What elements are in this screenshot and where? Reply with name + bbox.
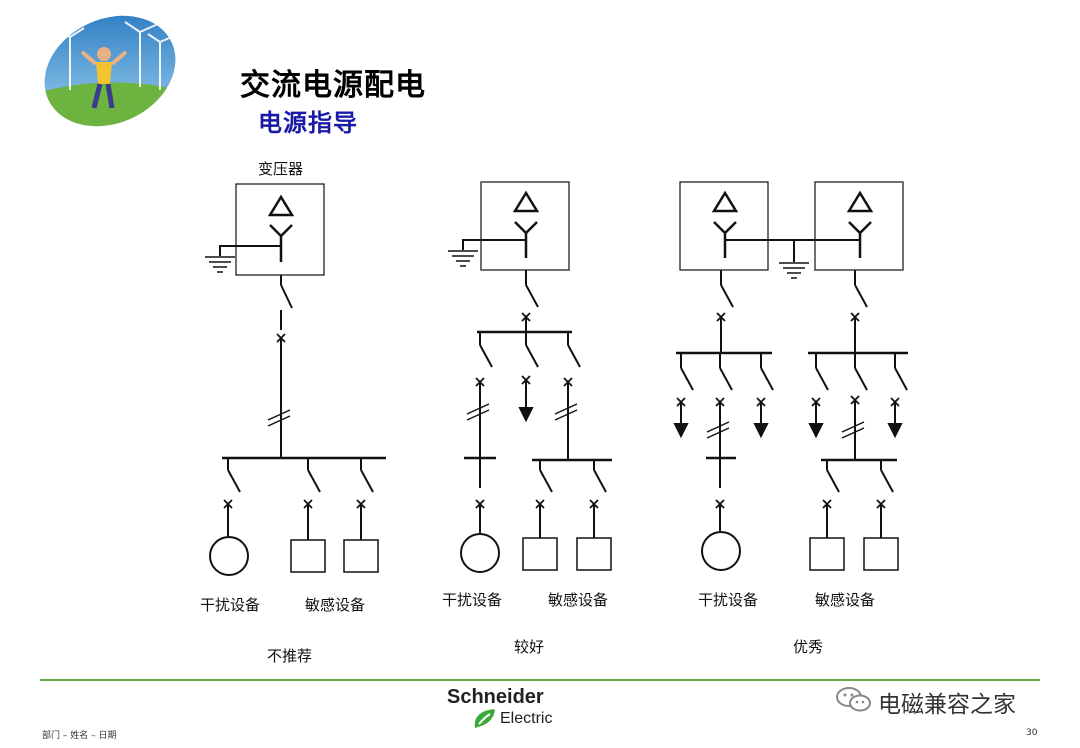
noisy-equipment-label: 干扰设备 [442, 591, 503, 609]
slide-title: 交流电源配电 [240, 68, 426, 103]
sensitive-load-icon [343, 539, 379, 573]
rating-label: 优秀 [793, 638, 824, 656]
noisy-load-icon [209, 536, 249, 576]
noisy-load-icon [701, 531, 741, 571]
arrow-down-icon [887, 423, 903, 439]
config-not-recommended [205, 183, 386, 576]
arrow-down-icon [518, 407, 534, 423]
brand-name: Schneider [447, 686, 544, 708]
wechat-icon [836, 687, 871, 712]
sensitive-load-icon [576, 537, 612, 571]
ground-icon [448, 250, 478, 267]
ground-icon [205, 256, 235, 273]
config-excellent [673, 181, 908, 571]
watermark-text: 电磁兼容之家 [878, 692, 1016, 718]
transformer-label: 变压器 [258, 160, 304, 178]
footer-info: 部门 – 姓名 – 日期 [42, 731, 117, 741]
rating-label: 不推荐 [267, 647, 313, 665]
noisy-equipment-label: 干扰设备 [698, 591, 759, 609]
switch-icon [280, 284, 293, 309]
sensitive-load-icon [522, 537, 558, 571]
brand-logo: Schneider Electric [447, 686, 587, 736]
wye-symbol [848, 221, 872, 258]
page-number: 30 [1026, 728, 1038, 738]
wye-symbol [514, 221, 538, 258]
sensitive-equipment-label: 敏感设备 [305, 596, 366, 614]
transformer-box [679, 181, 769, 271]
cable-break-icon [267, 409, 291, 427]
delta-symbol [711, 190, 739, 213]
noisy-load-icon [460, 533, 500, 573]
delta-symbol [267, 194, 295, 217]
delta-symbol [512, 190, 540, 213]
rating-label: 较好 [514, 638, 545, 656]
brand-subname: Electric [500, 710, 553, 727]
footer-divider [40, 679, 1040, 681]
sensitive-load-icon [809, 537, 845, 571]
arrow-down-icon [808, 423, 824, 439]
header-photo-logo [40, 12, 180, 130]
watermark: 电磁兼容之家 [828, 680, 1058, 720]
ground-icon [779, 262, 809, 279]
sensitive-equipment-label: 敏感设备 [548, 591, 609, 609]
config-good [448, 181, 612, 573]
wye-symbol [713, 221, 737, 258]
delta-symbol [846, 190, 874, 213]
sensitive-equipment-label: 敏感设备 [815, 591, 876, 609]
transformer-box [814, 181, 904, 271]
sensitive-load-icon [290, 539, 326, 573]
brand-leaf-icon [474, 709, 495, 728]
noisy-equipment-label: 干扰设备 [200, 596, 261, 614]
wye-symbol [269, 224, 293, 262]
arrow-down-icon [673, 423, 689, 439]
sensitive-load-icon [863, 537, 899, 571]
slide-subtitle: 电源指导 [258, 109, 358, 137]
arrow-down-icon [753, 423, 769, 439]
